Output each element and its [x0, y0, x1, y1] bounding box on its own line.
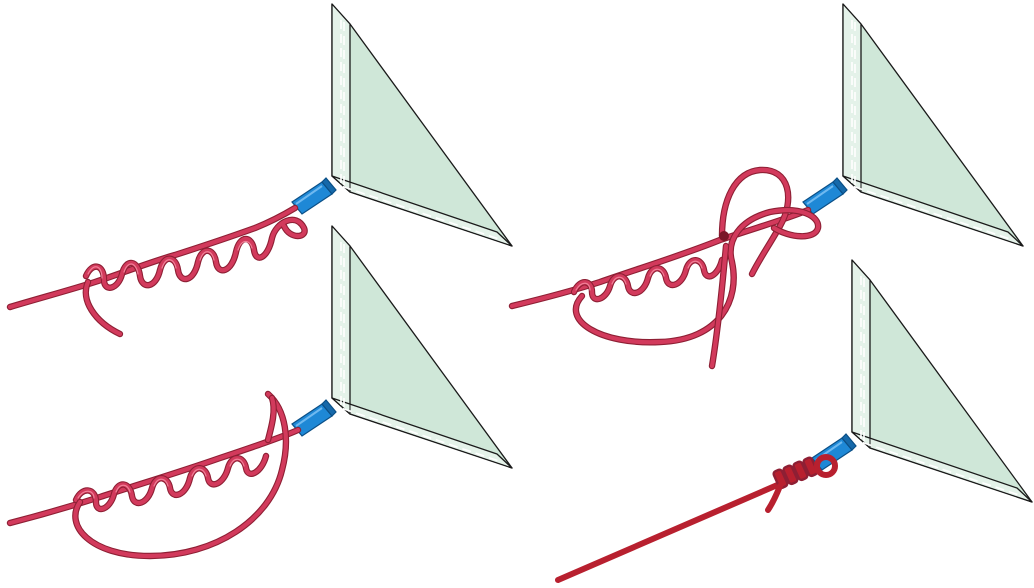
- wrapped-line: [6, 390, 302, 560]
- step-2-panel: [508, 3, 1024, 370]
- step-4-panel: [555, 259, 1033, 583]
- step-1-panel: [6, 3, 513, 338]
- sail-corner: [851, 259, 1033, 503]
- sail-corner: [331, 3, 513, 247]
- sail-corner: [842, 3, 1024, 247]
- wrapped-line: [508, 166, 822, 370]
- sail-corner: [331, 225, 513, 469]
- wrapped-line: [6, 204, 308, 338]
- finished-knot: [555, 454, 838, 583]
- step-3-panel: [6, 225, 513, 560]
- grommet: [291, 177, 337, 215]
